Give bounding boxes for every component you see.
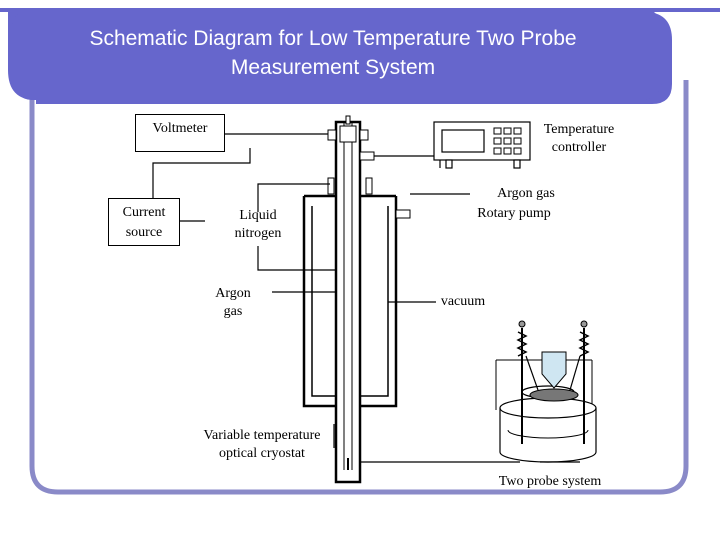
liquid-nitrogen-line-1: Liquid [239, 208, 277, 223]
current-source-line-1: Current [122, 205, 166, 220]
two-probe-system [495, 320, 597, 463]
wire-temp-controller [374, 155, 441, 168]
current-source-line-2: source [125, 225, 163, 240]
voltmeter-box: Voltmeter [135, 114, 225, 152]
argon-gas-line-1: Argon [215, 286, 251, 301]
title-line-1: Schematic Diagram for Low Temperature Tw… [89, 27, 577, 50]
cryostat-tube [327, 115, 411, 484]
title-bar [12, 8, 662, 100]
temperature-controller-line-2: controller [551, 140, 607, 155]
liquid-nitrogen-line-2: nitrogen [234, 226, 282, 241]
voltmeter-label: Voltmeter [152, 121, 208, 136]
title-line-2: Measurement System [230, 56, 436, 79]
argon-rotary-line-2: Rotary pump [477, 206, 551, 221]
slide-title: Schematic Diagram for Low Temperature Tw… [0, 24, 666, 82]
cryostat-line-1: Variable temperature [203, 428, 321, 443]
current-source-box: Current source [108, 198, 180, 246]
argon-gas-line-2: gas [223, 304, 243, 319]
vacuum-label: vacuum [440, 294, 486, 309]
argon-rotary-line-1: Argon gas [497, 186, 555, 201]
temperature-controller-device [433, 121, 531, 169]
cryostat-line-2: optical cryostat [219, 446, 305, 461]
two-probe-label: Two probe system [498, 474, 602, 489]
frame-border [29, 80, 689, 495]
temperature-controller-line-1: Temperature [543, 122, 615, 137]
wire-voltmeter-current [152, 148, 251, 198]
leader-liquid-nitrogen [257, 246, 340, 271]
leader-liquid-top [257, 183, 330, 212]
